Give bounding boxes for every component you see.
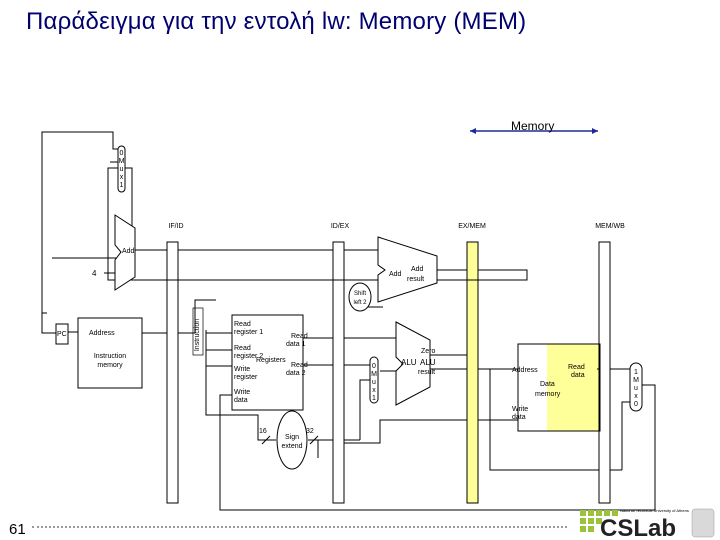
reg-read-data-2-a: Read	[291, 362, 308, 369]
instruction-wire-label: Instruction	[194, 319, 201, 351]
pc-mux-line-2: u	[120, 166, 124, 173]
stage-indicator: Memory	[470, 119, 598, 134]
mem-wb-label: MEM/WB	[595, 223, 625, 230]
alu-mux-line-0: 0	[372, 363, 376, 370]
sign-extend	[276, 410, 308, 470]
pc-mux	[117, 145, 126, 193]
dmem-name-b: memory	[535, 391, 561, 398]
wb-mux-line-2: u	[634, 385, 638, 392]
branch-adder-result-2: result	[407, 276, 424, 283]
shift-label-2: left 2	[353, 300, 367, 306]
reg-read-data-2-b: data 2	[286, 370, 306, 377]
alu-mux-line-2: u	[372, 379, 376, 386]
pc-mux-line-3: x	[120, 174, 124, 181]
reg-write-data-a: Write	[234, 389, 250, 396]
logo-seal	[691, 508, 715, 538]
shift-label-1: Shift	[354, 291, 366, 297]
ex-mem-register-highlight	[466, 241, 479, 504]
dmem-name-a: Data	[540, 381, 555, 388]
reg-read-register-2-a: Read	[234, 345, 251, 352]
reg-read-data-1-a: Read	[291, 333, 308, 340]
slide-title: Παράδειγμα για την εντολή lw: Memory (ME…	[26, 8, 527, 35]
pc-label: PC	[57, 331, 67, 338]
pc-register	[55, 323, 69, 345]
reg-read-register-1-b: register 1	[234, 329, 263, 336]
sign-extend-label-2: extend	[281, 443, 302, 450]
register-file	[231, 314, 304, 411]
sign-extend-in-width: 16	[259, 428, 267, 435]
imem-name-1: Instruction	[94, 353, 126, 360]
dmem-read-data-b: data	[571, 372, 585, 379]
instruction-bus	[192, 307, 204, 356]
alu-mux	[369, 356, 379, 404]
reg-read-register-1-a: Read	[234, 321, 251, 328]
dmem-address: Address	[512, 367, 538, 374]
if-id-label: IF/ID	[168, 223, 183, 230]
imem-address-label: Address	[89, 330, 115, 337]
wb-mux-line-0: 1	[634, 369, 638, 376]
reg-write-data-b: data	[234, 397, 248, 404]
pc-adder	[114, 214, 136, 291]
pc-adder-label: Add	[122, 248, 135, 255]
logo-dots-icon	[580, 510, 618, 532]
pc-mux-line-1: M	[119, 158, 125, 165]
id-ex-label: ID/EX	[331, 223, 350, 230]
id-ex-register	[332, 241, 345, 504]
logo-caption: National Technical University of Athens	[620, 508, 689, 513]
wb-mux-line-4: 0	[634, 401, 638, 408]
reg-write-register-a: Write	[234, 366, 250, 373]
ex-mem-label: EX/MEM	[458, 223, 486, 230]
pc-mux-line-4: 1	[120, 182, 124, 189]
reg-read-register-2-b: register 2	[234, 353, 263, 360]
pc-adder-constant: 4	[92, 269, 97, 278]
instruction-memory	[77, 317, 143, 389]
logo-text: CSLab	[600, 515, 676, 540]
alu-name: ALU	[401, 358, 417, 367]
wb-mux-line-3: x	[634, 393, 638, 400]
sign-extend-label-1: Sign	[285, 434, 299, 441]
branch-adder	[377, 236, 438, 303]
alu-result-a: ALU	[420, 358, 436, 367]
imem-name-2: memory	[97, 362, 123, 369]
alu-mux-line-1: M	[371, 371, 377, 378]
shift-left-2	[348, 282, 372, 312]
pc-mux-line-0: 0	[120, 150, 124, 157]
alu-mux-line-4: 1	[372, 395, 376, 402]
wb-mux-line-1: M	[633, 377, 639, 384]
if-id-register	[166, 241, 179, 504]
alu-zero: Zero	[421, 348, 436, 355]
sign-extend-out-width: 32	[306, 428, 314, 435]
footer-divider	[32, 526, 567, 528]
alu-mux-line-3: x	[372, 387, 376, 394]
dmem-read-data-a: Read	[568, 364, 585, 371]
reg-read-data-1-b: data 1	[286, 341, 306, 348]
cslab-logo: National Technical University of Athens …	[580, 508, 715, 540]
mem-wb-register	[598, 241, 611, 504]
page-number: 61	[9, 521, 26, 538]
reg-write-register-b: register	[234, 374, 258, 381]
data-memory	[517, 343, 601, 432]
branch-adder-result-1: Add	[411, 266, 424, 273]
data-memory-highlight	[547, 344, 600, 431]
reg-name: Registers	[256, 357, 286, 364]
alu-result-b: result	[418, 369, 435, 376]
branch-adder-label: Add	[389, 271, 402, 278]
dmem-write-data-a: Write	[512, 406, 528, 413]
stage-label: Memory	[511, 119, 554, 133]
dmem-write-data-b: data	[512, 414, 526, 421]
alu	[395, 321, 431, 406]
wb-mux	[629, 362, 643, 412]
